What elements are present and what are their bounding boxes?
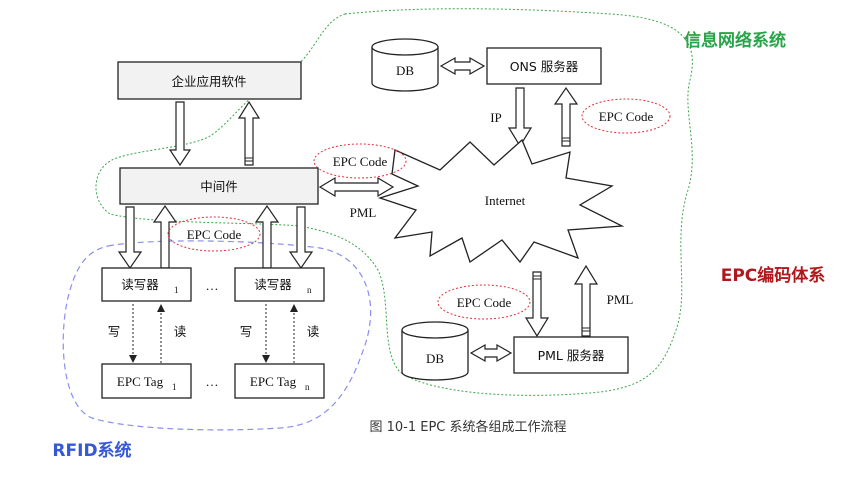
arrow-tail-marks-1 <box>245 157 253 162</box>
pml-server-box <box>513 336 629 374</box>
reader-1-box <box>101 267 192 302</box>
epc-code-arrow-up-from-ons <box>553 86 579 147</box>
info-network-boundary <box>95 8 693 396</box>
read-label-tagn: 读 <box>307 324 320 339</box>
write-label-reader1: 写 <box>108 324 121 339</box>
read-label-tag1: 读 <box>174 324 187 339</box>
tag-1-label: EPC Tag <box>117 374 164 389</box>
middleware-box <box>119 167 319 205</box>
tag-1-box <box>101 363 192 399</box>
ons-server-label: ONS 服务器 <box>510 59 579 74</box>
epc-code-oval-pml <box>437 284 531 320</box>
read-arrowhead-tag1 <box>157 304 165 312</box>
up-arrow-readern-to-middleware <box>254 204 280 269</box>
reader-ellipsis: … <box>206 278 219 293</box>
ons-server-box <box>486 47 602 85</box>
reader-n-box <box>234 267 325 302</box>
internet-label: Internet <box>485 193 526 208</box>
tag-ellipsis: … <box>206 374 219 389</box>
reader-n-label: 读写器 <box>254 277 292 292</box>
epc-code-label-ons: EPC Code <box>599 109 654 124</box>
write-arrowhead-readern <box>262 355 270 363</box>
epc-coding-system-label: EPC编码体系 <box>721 265 826 286</box>
info-network-system-label: 信息网络系统 <box>684 30 786 51</box>
pml-label-middleware: PML <box>350 205 377 220</box>
down-arrow-middleware-to-readern <box>288 206 314 270</box>
arrow-tail-marks-4 <box>582 327 590 332</box>
epc-code-label-reader: EPC Code <box>187 227 242 242</box>
arrow-tail-marks-3 <box>533 275 541 280</box>
up-arrow-reader1-to-middleware <box>152 204 178 269</box>
write-label-readern: 写 <box>240 324 253 339</box>
tag-n-label: EPC Tag <box>250 374 297 389</box>
epc-code-arrow-down-to-pml <box>524 271 550 338</box>
reader-1-subscript: 1 <box>174 285 179 295</box>
tag-1-subscript: 1 <box>172 382 177 392</box>
ip-label: IP <box>490 110 502 125</box>
db-top-label: DB <box>396 63 414 78</box>
db-cylinder-top <box>371 38 439 92</box>
db-ons-double-arrow <box>439 56 486 76</box>
epc-code-label-internet: EPC Code <box>333 154 388 169</box>
figure-caption: 图 10-1 EPC 系统各组成工作流程 <box>369 419 566 435</box>
epc-code-label-pml: EPC Code <box>457 295 512 310</box>
enterprise-app-label: 企业应用软件 <box>171 74 246 89</box>
pml-server-label: PML 服务器 <box>538 348 605 363</box>
reader-n-subscript: n <box>307 285 312 295</box>
tag-n-subscript: n <box>305 382 310 392</box>
pml-arrow-up-from-pml-server <box>573 264 599 337</box>
ip-arrow-down-to-ons <box>507 87 533 148</box>
db-bottom-label: DB <box>426 351 444 366</box>
middleware-internet-double-arrow <box>318 176 395 198</box>
middleware-label: 中间件 <box>200 179 238 194</box>
db-pml-double-arrow <box>469 343 513 363</box>
epc-code-oval-reader <box>167 216 261 252</box>
write-arrowhead-reader1 <box>129 355 137 363</box>
down-arrow-middleware-to-reader1 <box>117 206 143 270</box>
arrow-tail-marks-2 <box>562 137 570 142</box>
db-cylinder-bottom <box>401 321 469 381</box>
up-arrow-middleware-to-app <box>237 100 261 166</box>
rfid-system-label: RFID系统 <box>52 440 131 461</box>
epc-code-oval-ons <box>581 98 671 134</box>
read-arrowhead-tagn <box>290 304 298 312</box>
enterprise-app-box <box>117 61 302 100</box>
tag-n-box <box>234 363 325 399</box>
epc-code-oval-internet <box>313 143 407 179</box>
down-arrow-app-to-middleware <box>168 101 192 167</box>
internet-cloud <box>377 138 625 264</box>
reader-1-label: 读写器 <box>121 277 159 292</box>
pml-label-server: PML <box>607 292 634 307</box>
